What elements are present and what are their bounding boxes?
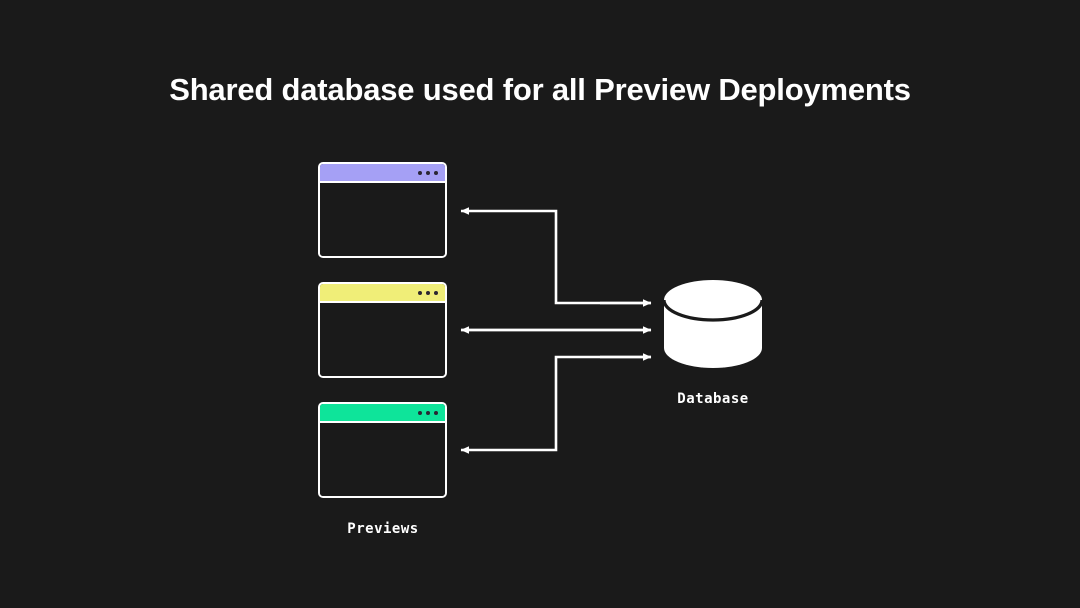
preview-window-3-dots: [418, 410, 438, 415]
window-dot-icon: [434, 410, 438, 415]
window-dot-icon: [426, 170, 430, 175]
preview-window-1-dots: [418, 170, 438, 175]
previews-group-label: Previews: [347, 521, 419, 537]
connector-database-to-preview-1: [460, 207, 651, 305]
window-dot-icon: [418, 410, 422, 415]
page-title: Shared database used for all Preview Dep…: [169, 72, 911, 107]
window-dot-icon: [426, 290, 430, 295]
preview-window-3-body: [320, 423, 445, 496]
preview-window-2-dots: [418, 290, 438, 295]
preview-window-3-titlebar: [320, 404, 445, 423]
preview-window-1-titlebar: [320, 164, 445, 183]
preview-window-2-titlebar: [320, 284, 445, 303]
preview-window-3: [318, 402, 447, 498]
window-dot-icon: [434, 290, 438, 295]
window-dot-icon: [418, 170, 422, 175]
window-dot-icon: [434, 170, 438, 175]
preview-window-1-body: [320, 183, 445, 256]
preview-window-2: [318, 282, 447, 378]
window-dot-icon: [418, 290, 422, 295]
window-dot-icon: [426, 410, 430, 415]
preview-window-2-body: [320, 303, 445, 376]
database-cylinder-icon: [662, 280, 764, 368]
database-label: Database: [677, 391, 749, 407]
preview-window-1: [318, 162, 447, 258]
